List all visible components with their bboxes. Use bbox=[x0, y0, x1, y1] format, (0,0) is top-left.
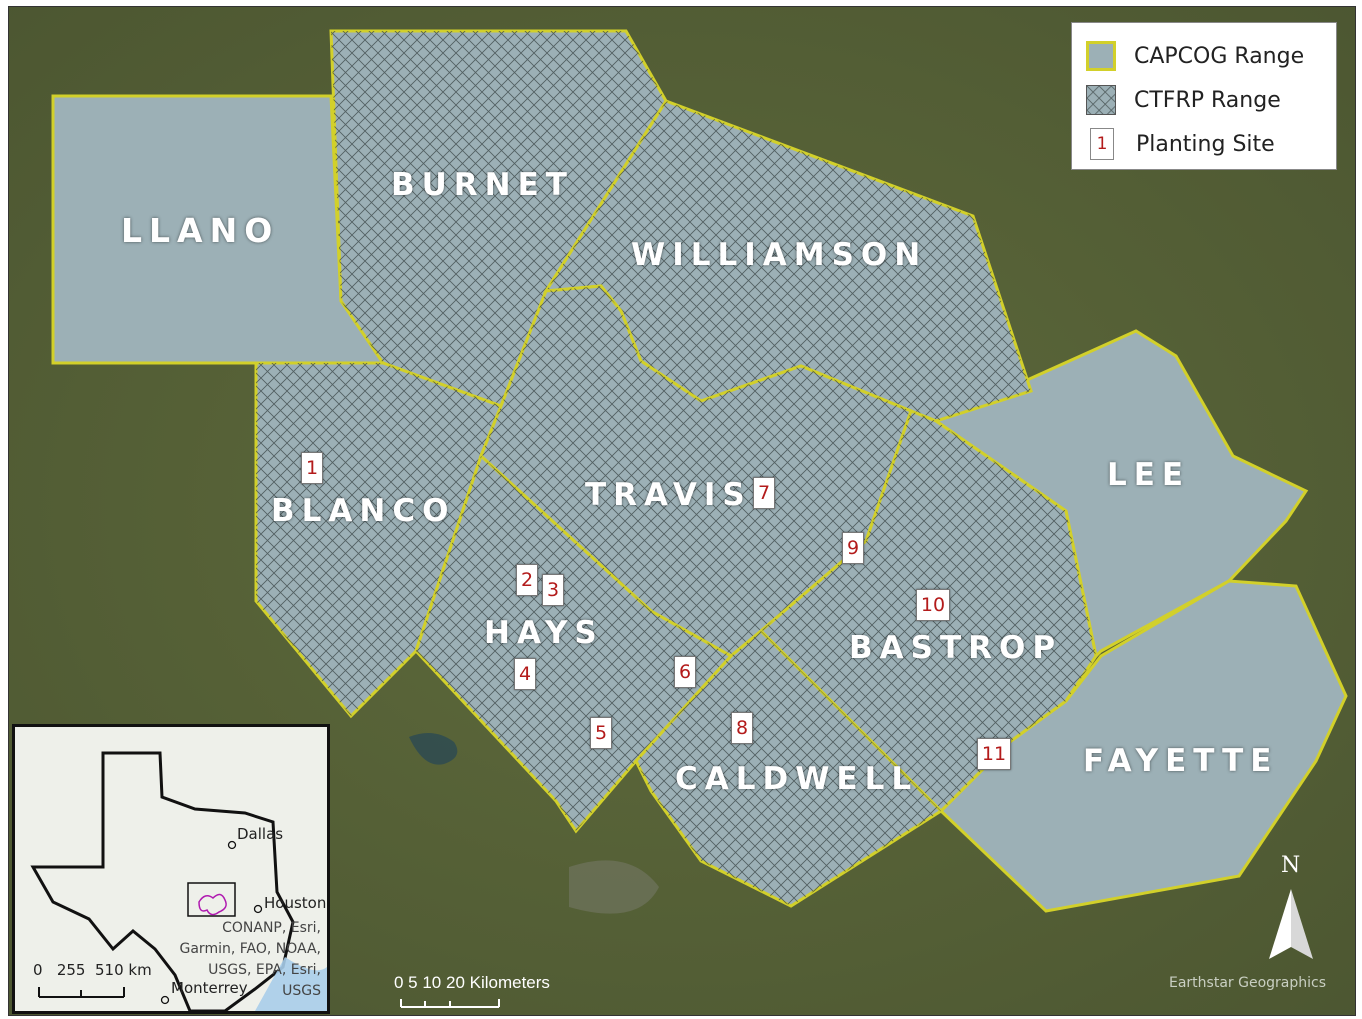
planting-site-11[interactable]: 11 bbox=[977, 738, 1011, 770]
legend-label-site: Planting Site bbox=[1136, 131, 1275, 157]
planting-site-7[interactable]: 7 bbox=[753, 477, 775, 509]
scale-bar-label: 0 5 10 20 Kilometers bbox=[394, 973, 550, 992]
county-hays-hatch bbox=[416, 456, 731, 831]
inset-attribution-3: USGS, EPA, Esri, bbox=[208, 962, 321, 978]
planting-site-9[interactable]: 9 bbox=[842, 532, 864, 564]
lake-overlay bbox=[409, 733, 458, 765]
planting-site-6[interactable]: 6 bbox=[674, 656, 696, 688]
county-label-caldwell: CALDWELL bbox=[675, 761, 919, 797]
planting-site-3[interactable]: 3 bbox=[542, 574, 564, 606]
planting-site-4[interactable]: 4 bbox=[514, 658, 536, 690]
north-arrow-icon bbox=[1269, 889, 1313, 959]
planting-site-2[interactable]: 2 bbox=[516, 564, 538, 596]
county-caldwell-hatch bbox=[636, 631, 941, 906]
county-label-fayette: FAYETTE bbox=[1083, 743, 1279, 779]
county-blanco-hatch bbox=[256, 363, 501, 716]
imagery-credit: Earthstar Geographics bbox=[1169, 975, 1327, 991]
county-burnet-hatch bbox=[331, 31, 666, 406]
map-legend: CAPCOG Range CTFRP Range 1 Planting Site bbox=[1071, 22, 1337, 170]
county-travis-hatch bbox=[481, 286, 911, 656]
texas-outline bbox=[30, 751, 327, 1011]
planting-site-10[interactable]: 10 bbox=[916, 589, 950, 621]
scale-bar bbox=[400, 999, 500, 1008]
inset-attribution-2: Garmin, FAO, NOAA, bbox=[179, 941, 322, 957]
county-label-travis: TRAVIS bbox=[585, 477, 752, 513]
legend-swatch-capcog bbox=[1086, 41, 1116, 71]
county-label-llano: LLANO bbox=[121, 211, 280, 250]
legend-row-capcog: CAPCOG Range bbox=[1086, 39, 1304, 73]
county-label-bastrop: BASTROP bbox=[849, 630, 1063, 666]
county-label-williamson: WILLIAMSON bbox=[631, 237, 928, 273]
legend-swatch-site: 1 bbox=[1090, 128, 1114, 160]
planting-site-1[interactable]: 1 bbox=[301, 452, 323, 484]
legend-row-ctfrp: CTFRP Range bbox=[1086, 83, 1281, 117]
inset-city-monterrey: Monterrey bbox=[171, 979, 248, 997]
inset-city-houston: Houston bbox=[264, 894, 327, 912]
legend-label-ctfrp: CTFRP Range bbox=[1134, 87, 1281, 113]
county-williamson-hatch bbox=[546, 101, 1031, 421]
city-urban-area bbox=[569, 860, 659, 914]
inset-city-dallas: Dallas bbox=[237, 825, 284, 843]
county-label-blanco: BLANCO bbox=[271, 493, 456, 529]
county-label-burnet: BURNET bbox=[391, 167, 574, 203]
legend-row-site: 1 Planting Site bbox=[1086, 127, 1275, 161]
county-label-hays: HAYS bbox=[484, 615, 604, 651]
county-polygons bbox=[51, 29, 1348, 913]
inset-locator-map: Dallas Houston Monterrey 0 255 510 km CO… bbox=[12, 724, 330, 1014]
legend-swatch-ctfrp bbox=[1086, 85, 1116, 115]
legend-label-capcog: CAPCOG Range bbox=[1134, 43, 1305, 69]
north-label: N bbox=[1281, 853, 1301, 878]
inset-attribution-4: USGS bbox=[282, 983, 321, 999]
inset-attribution-1: CONANP, Esri, bbox=[222, 920, 321, 936]
planting-site-5[interactable]: 5 bbox=[590, 717, 612, 749]
county-label-lee: LEE bbox=[1107, 457, 1191, 493]
planting-site-8[interactable]: 8 bbox=[731, 712, 753, 744]
inset-scale-ticks: 0 255 510 km bbox=[33, 961, 152, 979]
